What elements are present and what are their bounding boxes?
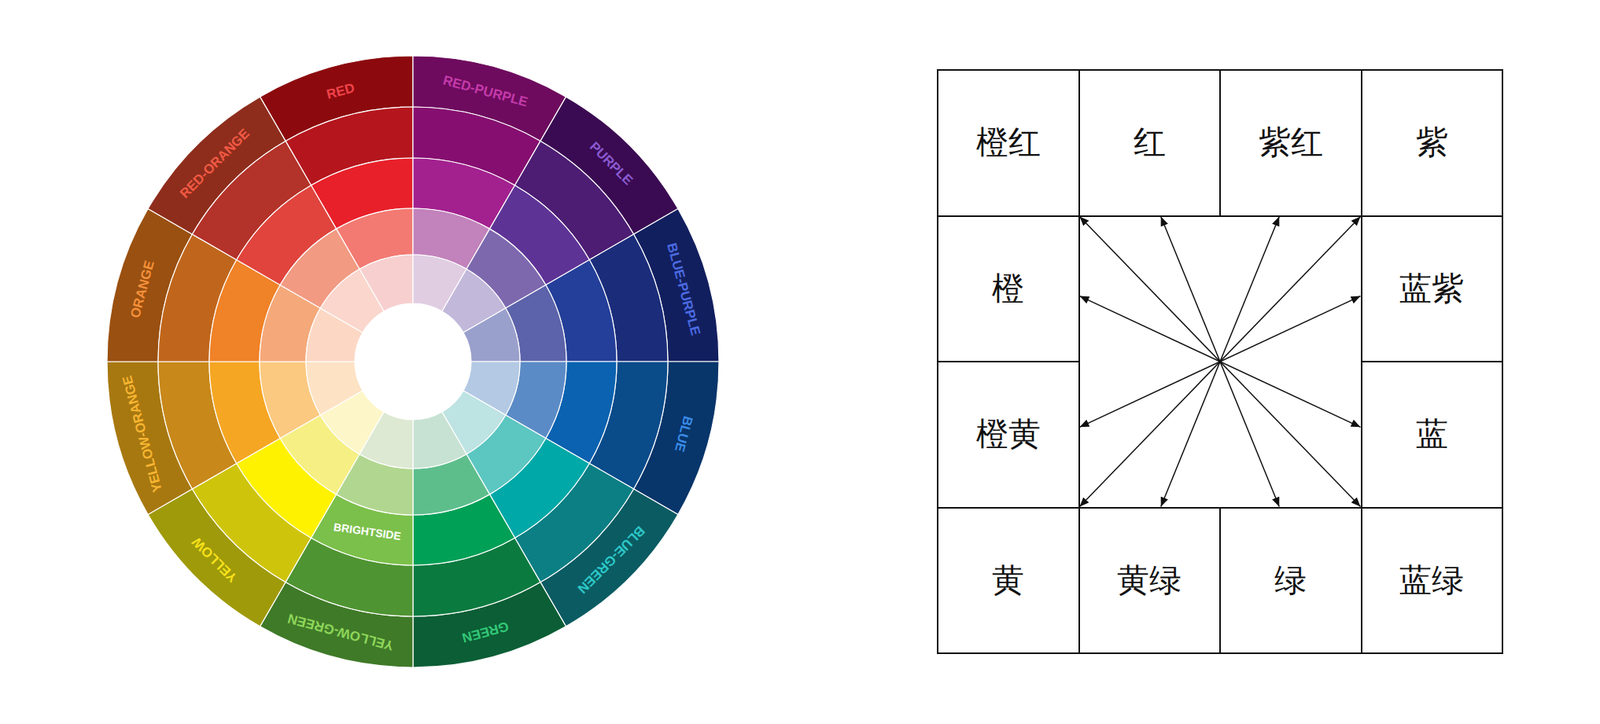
color-cell: 黄绿 [1078, 507, 1222, 656]
color-cell: 橙 [936, 215, 1081, 364]
cell-label: 黄绿 [1117, 563, 1182, 599]
hue-segment [463, 308, 520, 362]
hue-segment [320, 269, 384, 333]
color-cell: 紫 [1360, 69, 1505, 218]
cell-label: 紫 [1415, 125, 1449, 161]
color-cell: 橙红 [936, 69, 1081, 218]
color-cell: 蓝紫 [1360, 215, 1505, 364]
cell-label: 橙黄 [976, 416, 1041, 453]
cell-label: 蓝绿 [1399, 563, 1464, 599]
complement-arrow [1080, 296, 1361, 428]
cell-label: 蓝紫 [1399, 271, 1464, 307]
color-cell: 紫红 [1219, 69, 1363, 218]
complement-arrow [1080, 296, 1361, 428]
cell-label: 红 [1133, 125, 1166, 161]
cell-label: 橙 [991, 271, 1025, 307]
cell-label: 黄 [991, 563, 1025, 599]
color-cell: 蓝绿 [1360, 507, 1505, 656]
hue-segment [305, 361, 363, 416]
color-cell: 黄 [936, 507, 1081, 656]
color-cell: 蓝 [1360, 361, 1505, 509]
color-cell: 橙黄 [936, 361, 1081, 509]
complement-arrow [1080, 217, 1361, 508]
cell-label: 蓝 [1415, 416, 1449, 453]
cell-label: 橙红 [976, 125, 1041, 161]
color-cell: 绿 [1219, 507, 1363, 656]
hue-segment [412, 412, 467, 469]
cell-label: 紫红 [1258, 125, 1324, 161]
wheel-group [106, 55, 719, 668]
color-cell: 红 [1078, 69, 1222, 218]
complement-arrow [1080, 217, 1361, 508]
cell-label: 绿 [1274, 563, 1307, 599]
